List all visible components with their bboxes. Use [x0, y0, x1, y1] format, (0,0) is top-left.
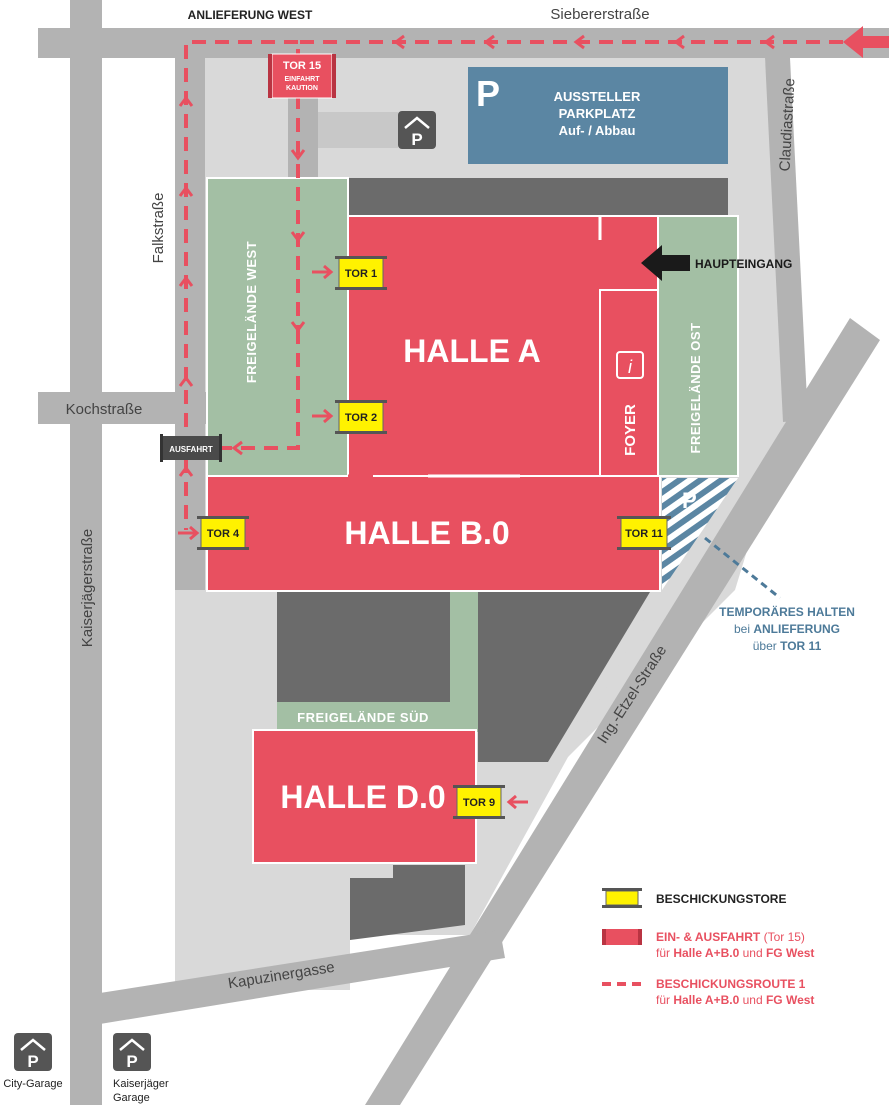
- ing-etzel-strasse-road: [365, 318, 880, 1105]
- halle-b0-area: [206, 475, 661, 592]
- freigelaende-west-area: [206, 177, 349, 477]
- route-arrows: [178, 34, 775, 477]
- garage-ramp: [318, 112, 398, 148]
- gate-approach-arrows: [178, 264, 528, 810]
- foyer-area: [599, 289, 659, 477]
- dark-building-north: [348, 178, 728, 216]
- route-entry-arrow: [843, 26, 889, 58]
- temp-halt-pointer: [704, 536, 781, 600]
- delivery-route-falk: [184, 40, 298, 530]
- kapuzinergasse-road: [100, 930, 505, 1024]
- dark-building-garage: [350, 865, 465, 940]
- kochstrasse-road: [38, 392, 208, 424]
- dark-building-south-left: [277, 592, 450, 702]
- dark-building-south-right: [478, 592, 650, 762]
- haupteingang-arrow: [641, 245, 690, 281]
- freigelaende-sued-area: [277, 702, 478, 732]
- claudiastrasse-road: [765, 58, 808, 422]
- kaiserjaegerstrasse-road: [70, 0, 102, 1105]
- temp-parking-hatch: [662, 478, 738, 590]
- delivery-route-top: [296, 40, 889, 330]
- halle-d0-area: [252, 729, 477, 864]
- delivery-route-west: [215, 330, 300, 450]
- gate15-driveway: [288, 95, 318, 180]
- falkstrasse-road: [175, 58, 205, 590]
- parking-lot-aussteller: [468, 67, 728, 164]
